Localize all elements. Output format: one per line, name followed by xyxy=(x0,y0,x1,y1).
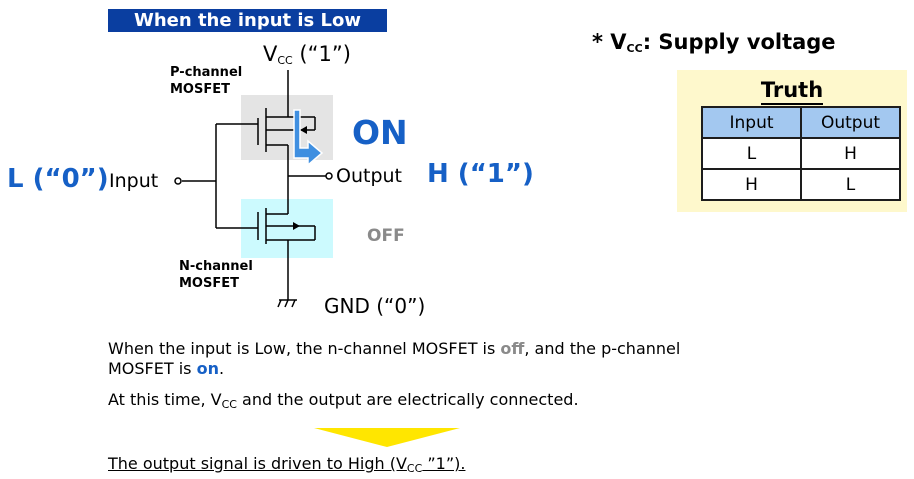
note-subscript: CC xyxy=(626,42,643,55)
truth-table-header-row: Input Output xyxy=(701,106,901,139)
text: At this time, V xyxy=(108,390,222,409)
pmos-label: P-channel MOSFET xyxy=(170,64,242,98)
nmos-label-line2: MOSFET xyxy=(179,276,239,291)
current-flow-arrow-icon xyxy=(293,109,324,167)
cell-input: H xyxy=(701,168,802,201)
text: ”1”). xyxy=(422,454,466,473)
text: . xyxy=(218,359,225,378)
down-arrow-icon xyxy=(314,428,460,447)
truth-table-panel: Truth Input Output L H H L xyxy=(677,70,907,212)
section-title: When the input is Low xyxy=(133,10,362,31)
supply-voltage-note: * VCC: Supply voltage xyxy=(592,30,836,55)
output-state-label: H (“1”) xyxy=(427,159,534,189)
subscript: CC xyxy=(221,398,237,411)
pmos-label-line2: MOSFET xyxy=(170,82,230,97)
vcc-text: V xyxy=(263,42,278,66)
table-row: H L xyxy=(701,168,901,201)
conclusion-text: The output signal is driven to High (VCC… xyxy=(108,454,465,479)
explanation-paragraph-1: When the input is Low, the n-channel MOS… xyxy=(108,339,680,379)
nmos-label: N-channel MOSFET xyxy=(179,258,253,292)
vcc-label: VCC (“1”) xyxy=(263,42,351,67)
header-input: Input xyxy=(701,106,802,139)
text: When the input is Low, the n-channel MOS… xyxy=(108,339,501,358)
header-output: Output xyxy=(800,106,901,139)
explanation-paragraph-2: At this time, VCC and the output are ele… xyxy=(108,390,579,415)
vcc-subscript: CC xyxy=(277,54,293,67)
cell-output: H xyxy=(800,137,901,170)
output-terminal xyxy=(325,172,333,180)
text: and the output are electrically connecte… xyxy=(236,390,579,409)
text: , and the p-channel xyxy=(524,339,681,358)
on-label: ON xyxy=(352,113,408,152)
truth-title-underline xyxy=(761,103,823,105)
off-word: off xyxy=(500,339,525,358)
note-prefix: * V xyxy=(592,30,627,54)
table-row: L H xyxy=(701,137,901,170)
cell-input: L xyxy=(701,137,802,170)
input-state-label: L (“0”) xyxy=(7,164,109,194)
nmos-arrow-icon xyxy=(293,222,300,230)
cell-output: L xyxy=(800,168,901,201)
off-label: OFF xyxy=(367,226,405,246)
input-terminal xyxy=(174,177,182,185)
subscript: CC xyxy=(406,462,423,475)
output-label: Output xyxy=(336,165,402,187)
gnd-label: GND (“0”) xyxy=(324,294,426,318)
input-label: Input xyxy=(109,170,159,192)
truth-table-title: Truth xyxy=(760,78,824,102)
pmos-arrow-icon xyxy=(300,126,307,134)
text: MOSFET is xyxy=(108,359,197,378)
circuit-wires xyxy=(182,70,326,308)
truth-table: Input Output L H H L xyxy=(701,106,901,201)
on-word: on xyxy=(196,359,219,378)
vcc-value: (“1”) xyxy=(292,42,351,66)
nmos-label-line1: N-channel xyxy=(179,259,253,274)
note-suffix: : Supply voltage xyxy=(642,30,836,54)
text: The output signal is driven to High (V xyxy=(108,454,407,473)
pmos-label-line1: P-channel xyxy=(170,65,243,80)
section-title-bar: When the input is Low xyxy=(108,9,387,32)
